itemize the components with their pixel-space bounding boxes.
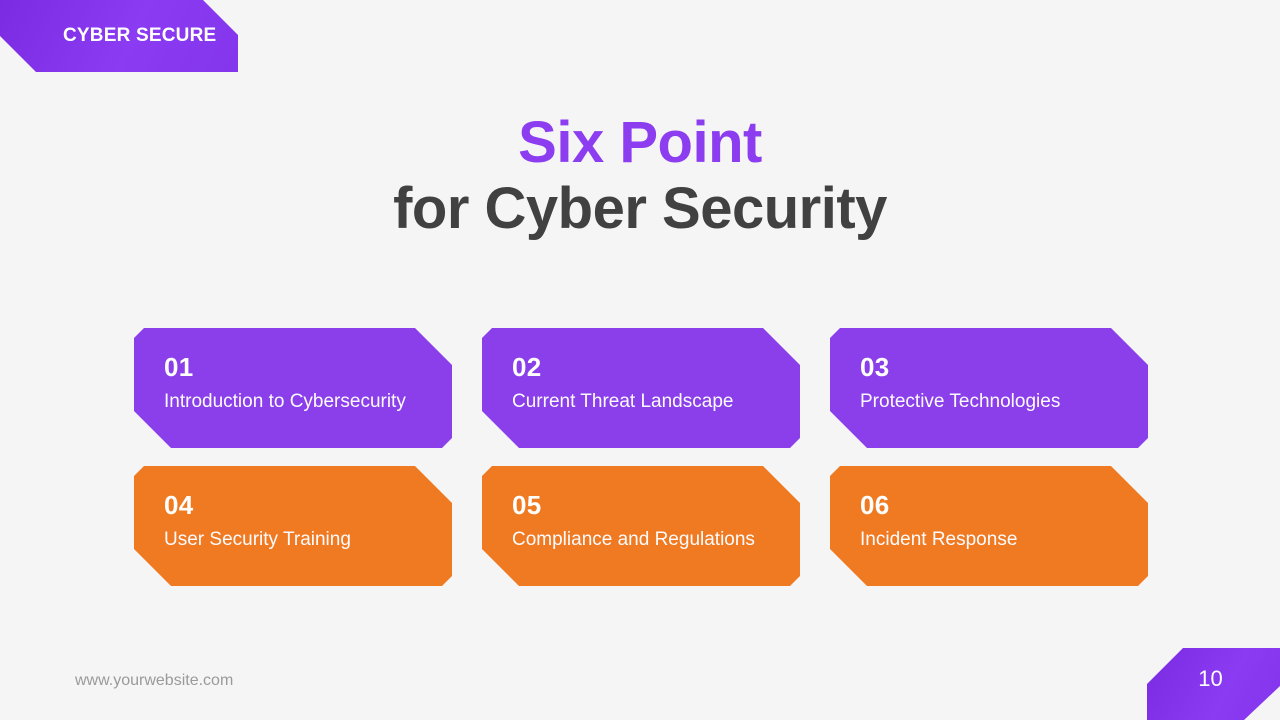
point-card-number: 03: [860, 352, 890, 382]
page-number-label: 10: [1198, 666, 1223, 691]
point-card-01[interactable]: 01 Introduction to Cybersecurity: [134, 328, 452, 448]
point-card-number: 01: [164, 352, 194, 382]
page-title-line-2: for Cyber Security: [393, 176, 887, 242]
footer-website-url[interactable]: www.yourwebsite.com: [75, 672, 234, 689]
point-card-02[interactable]: 02 Current Threat Landscape: [482, 328, 800, 448]
point-card-number: 05: [512, 490, 542, 520]
point-card-number: 04: [164, 490, 194, 520]
page-title-line-1: Six Point: [518, 110, 762, 175]
page-title: Six Point for Cyber Security: [0, 110, 1280, 242]
points-grid: 01 Introduction to Cybersecurity 02 Curr…: [134, 328, 1148, 586]
point-card-04[interactable]: 04 User Security Training: [134, 466, 452, 586]
point-card-06[interactable]: 06 Incident Response: [830, 466, 1148, 586]
point-card-label: Protective Technologies: [860, 391, 1061, 412]
brand-badge: CYBER SECURE: [0, 0, 238, 72]
point-card-label: User Security Training: [164, 529, 351, 550]
point-card-number: 02: [512, 352, 542, 382]
point-card-label: Compliance and Regulations: [512, 529, 755, 550]
point-card-label: Incident Response: [860, 529, 1018, 550]
point-card-label: Current Threat Landscape: [512, 391, 734, 412]
point-card-05[interactable]: 05 Compliance and Regulations: [482, 466, 800, 586]
brand-badge-label: CYBER SECURE: [63, 25, 217, 46]
page-number-badge: 10: [1147, 648, 1280, 720]
point-card-number: 06: [860, 490, 890, 520]
point-card-03[interactable]: 03 Protective Technologies: [830, 328, 1148, 448]
point-card-label: Introduction to Cybersecurity: [164, 391, 406, 412]
